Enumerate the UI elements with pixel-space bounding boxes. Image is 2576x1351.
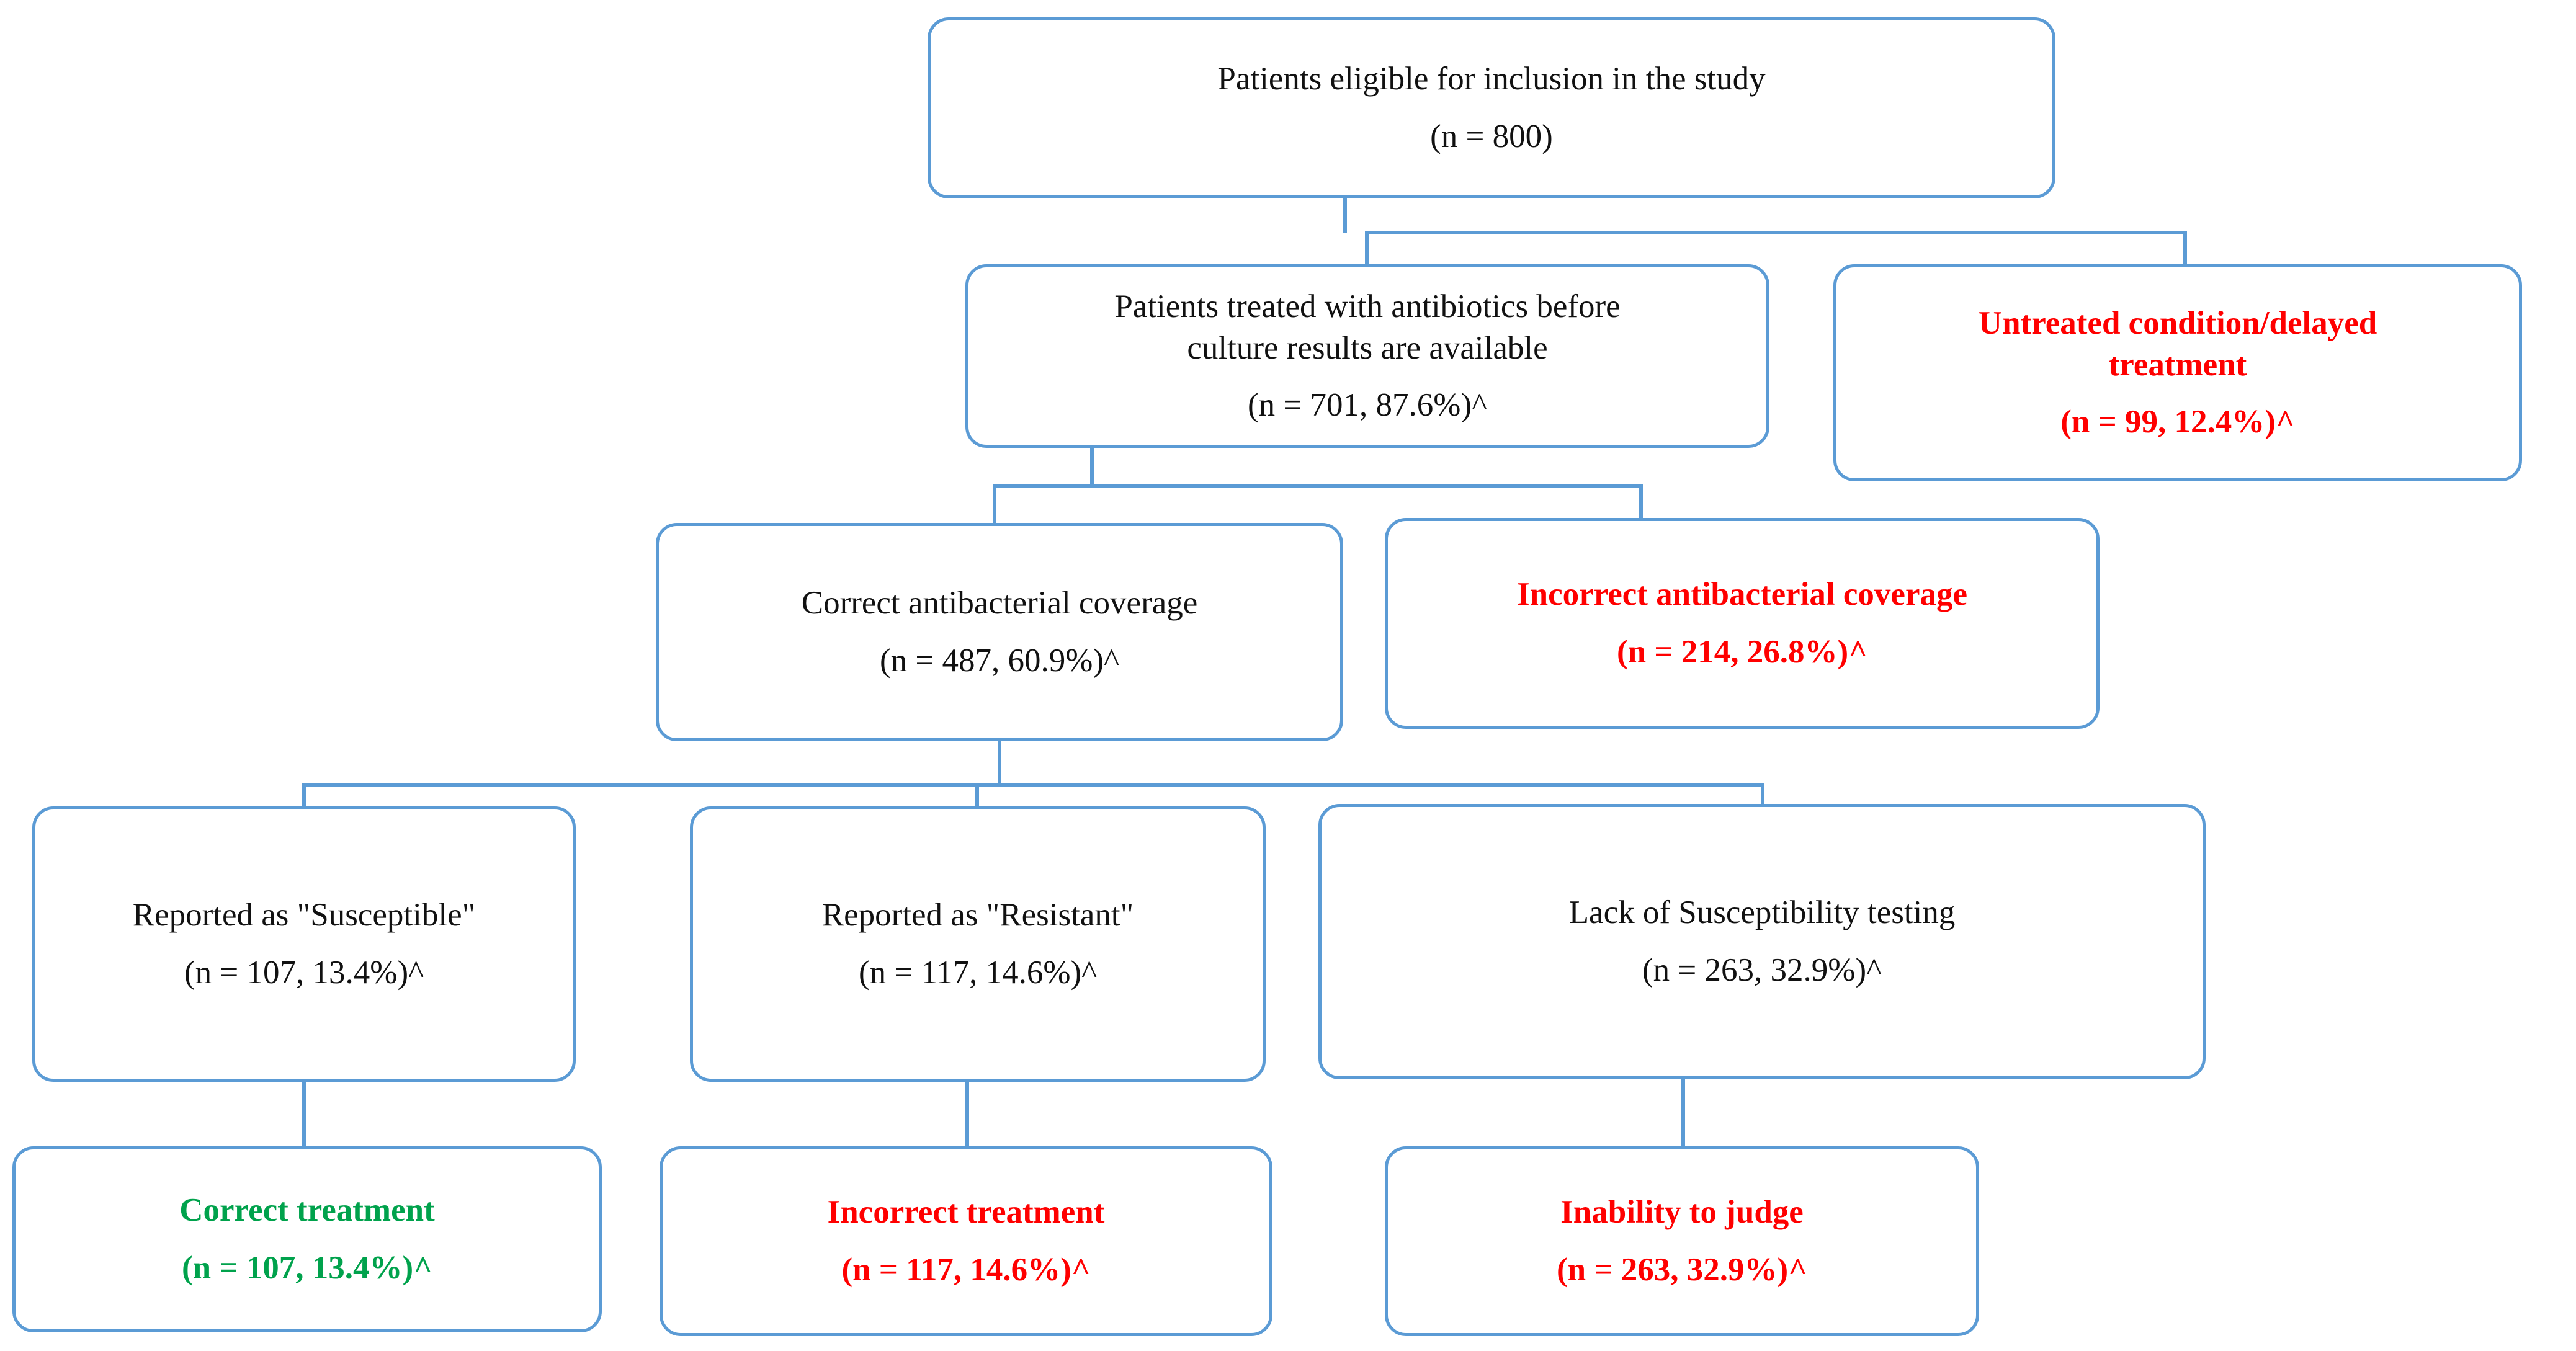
node-patients-eligible[interactable]: Patients eligible for inclusion in the s…: [928, 17, 2055, 198]
node-treated-before-culture-label-line2: culture results are available: [1187, 329, 1548, 366]
node-correct-antibacterial-coverage[interactable]: Correct antibacterial coverage (n = 487,…: [656, 523, 1343, 741]
node-incorrect-antibacterial-coverage[interactable]: Incorrect antibacterial coverage (n = 21…: [1385, 518, 2100, 729]
node-treated-before-culture-count: (n = 701, 87.6%)^: [1248, 387, 1487, 424]
node-treated-before-culture[interactable]: Patients treated with antibiotics before…: [965, 264, 1769, 448]
node-incorrect-treatment-label: Incorrect treatment: [827, 1194, 1105, 1231]
connector-to-correct-coverage: [993, 484, 996, 524]
node-correct-treatment-count: (n = 107, 13.4%)^: [181, 1250, 433, 1286]
connector-level2-bus: [993, 484, 1643, 488]
node-lack-of-susceptibility-testing-label: Lack of Susceptibility testing: [1568, 894, 1956, 931]
node-untreated-delayed-treatment-label-line2: treatment: [2108, 346, 2247, 383]
node-lack-of-susceptibility-testing-count: (n = 263, 32.9%)^: [1642, 952, 1882, 988]
node-untreated-delayed-treatment-label-line1: Untreated condition/delayed: [1978, 305, 2377, 341]
node-treated-before-culture-label-line1: Patients treated with antibiotics before: [1114, 288, 1621, 324]
connector-to-treated: [1365, 231, 1369, 267]
node-untreated-delayed-treatment-count: (n = 99, 12.4%)^: [2060, 404, 2295, 440]
node-correct-antibacterial-coverage-label: Correct antibacterial coverage: [801, 585, 1198, 622]
node-patients-eligible-count: (n = 800): [1430, 118, 1553, 154]
node-correct-treatment[interactable]: Correct treatment (n = 107, 13.4%)^: [12, 1146, 602, 1332]
connector-eligible-stem: [1343, 197, 1347, 233]
connector-lack-testing-to-inability: [1681, 1078, 1685, 1148]
connector-susceptible-to-correct-treatment: [302, 1081, 306, 1148]
node-inability-to-judge[interactable]: Inability to judge (n = 263, 32.9%)^: [1385, 1146, 1979, 1336]
node-incorrect-antibacterial-coverage-count: (n = 214, 26.8%)^: [1616, 634, 1868, 670]
connector-to-untreated: [2183, 231, 2187, 267]
node-correct-antibacterial-coverage-count: (n = 487, 60.9%)^: [880, 643, 1119, 679]
node-reported-susceptible-label: Reported as "Susceptible": [132, 897, 476, 934]
node-incorrect-antibacterial-coverage-label: Incorrect antibacterial coverage: [1516, 576, 1967, 613]
connector-treated-stem: [1090, 445, 1094, 486]
connector-level3-bus: [302, 783, 1764, 787]
node-lack-of-susceptibility-testing[interactable]: Lack of Susceptibility testing (n = 263,…: [1318, 804, 2206, 1079]
node-reported-susceptible-count: (n = 107, 13.4%)^: [184, 955, 424, 991]
node-inability-to-judge-label: Inability to judge: [1560, 1194, 1804, 1231]
node-incorrect-treatment-count: (n = 117, 14.6%)^: [841, 1252, 1091, 1288]
node-incorrect-treatment[interactable]: Incorrect treatment (n = 117, 14.6%)^: [660, 1146, 1272, 1336]
connector-to-resistant: [975, 783, 979, 809]
connector-correct-coverage-stem: [998, 739, 1001, 787]
connector-to-incorrect-coverage: [1639, 484, 1643, 519]
node-reported-resistant[interactable]: Reported as "Resistant" (n = 117, 14.6%)…: [690, 806, 1266, 1082]
node-reported-susceptible[interactable]: Reported as "Susceptible" (n = 107, 13.4…: [32, 806, 576, 1082]
node-untreated-delayed-treatment[interactable]: Untreated condition/delayed treatment (n…: [1833, 264, 2522, 481]
node-reported-resistant-count: (n = 117, 14.6%)^: [859, 955, 1097, 991]
connector-to-lack-testing: [1761, 783, 1764, 806]
node-inability-to-judge-count: (n = 263, 32.9%)^: [1556, 1252, 1808, 1288]
node-patients-eligible-label: Patients eligible for inclusion in the s…: [1217, 61, 1766, 97]
connector-to-susceptible: [302, 783, 306, 809]
connector-level1-bus: [1365, 231, 2187, 234]
node-reported-resistant-label: Reported as "Resistant": [821, 897, 1134, 934]
node-correct-treatment-label: Correct treatment: [179, 1192, 435, 1229]
connector-resistant-to-incorrect-treatment: [965, 1081, 969, 1148]
